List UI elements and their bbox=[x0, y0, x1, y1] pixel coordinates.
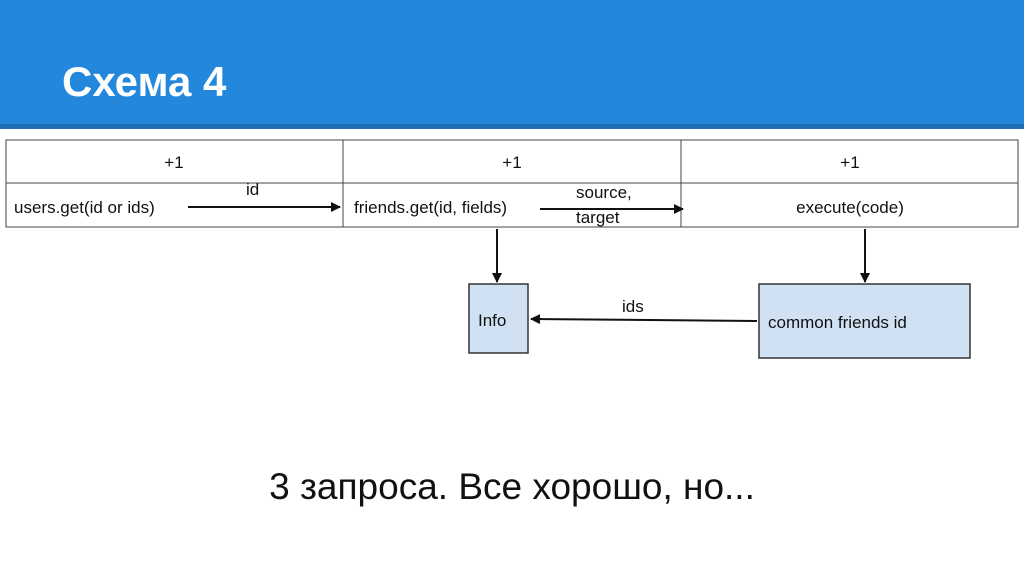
calls-table bbox=[5, 139, 1019, 228]
method-execute: execute(code) bbox=[796, 198, 904, 217]
table-header-2: +1 bbox=[502, 153, 521, 172]
edge-label-target: target bbox=[576, 208, 620, 227]
slide-footer: 3 запроса. Все хорошо, но... bbox=[269, 466, 755, 507]
common-friends-node bbox=[758, 283, 971, 359]
method-friends-get: friends.get(id, fields) bbox=[354, 198, 507, 217]
edge-label-source: source, bbox=[576, 183, 632, 202]
slide-title: Схема 4 bbox=[62, 58, 227, 105]
info-node bbox=[468, 283, 529, 354]
info-node-label: Info bbox=[478, 311, 506, 330]
edge-label-id: id bbox=[246, 180, 259, 199]
method-users-get: users.get(id or ids) bbox=[14, 198, 155, 217]
arrow-ids bbox=[530, 314, 758, 325]
edge-label-ids: ids bbox=[622, 297, 644, 316]
common-friends-node-label: common friends id bbox=[768, 313, 907, 332]
slide-header: Схема 4 bbox=[0, 0, 1024, 129]
table-header-1: +1 bbox=[164, 153, 183, 172]
table-header-3: +1 bbox=[840, 153, 859, 172]
